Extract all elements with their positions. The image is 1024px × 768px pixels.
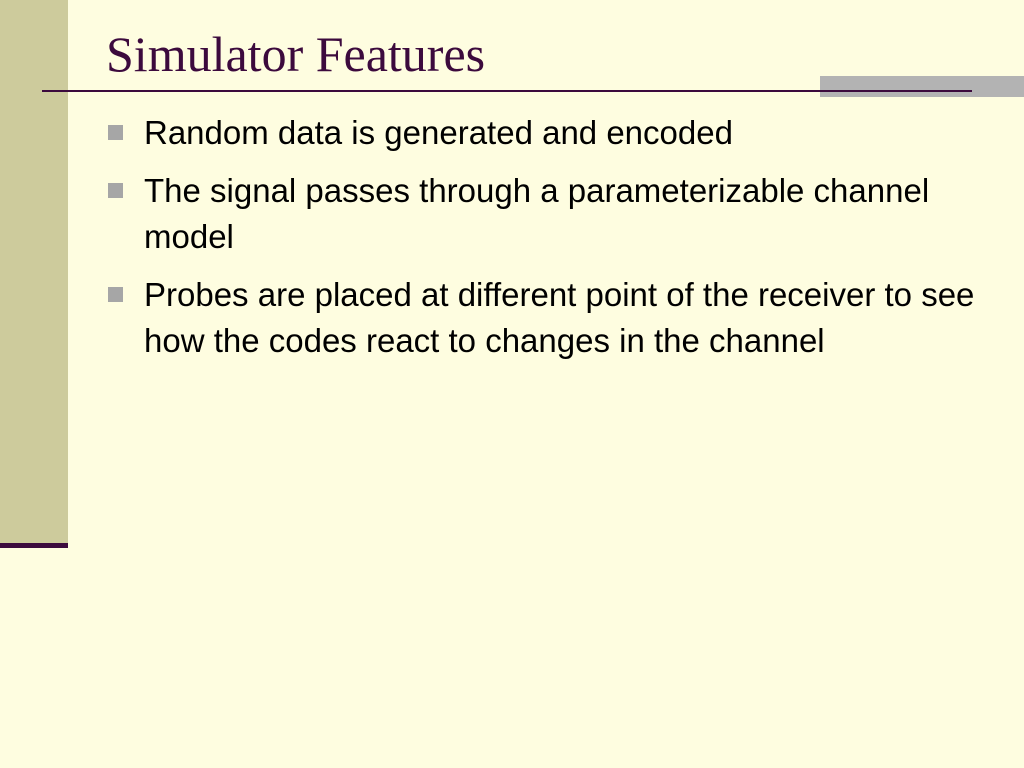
square-bullet-icon	[108, 125, 123, 140]
slide-title: Simulator Features	[106, 26, 486, 82]
bullet-text: The signal passes through a parameteriza…	[144, 172, 930, 255]
left-accent-line	[0, 543, 68, 548]
gray-bar-underline-rule	[820, 90, 972, 92]
square-bullet-icon	[108, 183, 123, 198]
title-gray-bar	[820, 76, 1024, 97]
bullet-item: Probes are placed at different point of …	[106, 272, 986, 364]
bullet-text: Random data is generated and encoded	[144, 114, 733, 151]
bullet-item: Random data is generated and encoded	[106, 110, 986, 156]
title-underline-rule	[42, 90, 972, 92]
bullet-text: Probes are placed at different point of …	[144, 276, 975, 359]
left-decorative-band	[0, 0, 68, 545]
bullet-list: Random data is generated and encoded The…	[106, 110, 986, 376]
square-bullet-icon	[108, 287, 123, 302]
bullet-item: The signal passes through a parameteriza…	[106, 168, 986, 260]
